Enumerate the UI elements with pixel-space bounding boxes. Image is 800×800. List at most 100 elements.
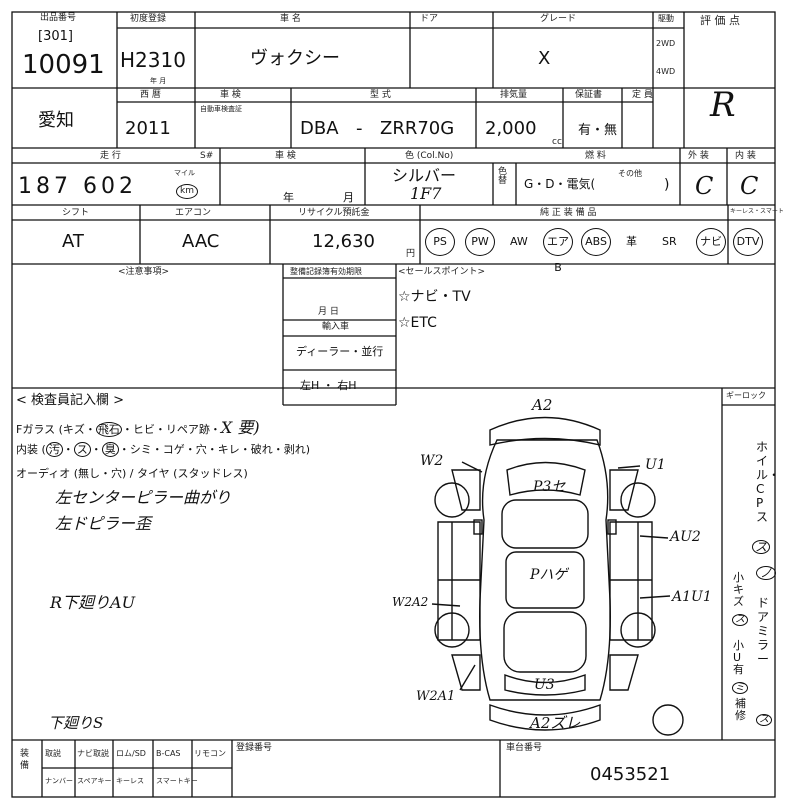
repaint-label: 色替 bbox=[498, 167, 508, 186]
warranty-label: 保証書 bbox=[575, 90, 603, 100]
import-label: 輸入車 bbox=[322, 322, 350, 332]
type-a: DBA bbox=[300, 118, 339, 139]
capacity-label: 定 員 bbox=[632, 90, 653, 100]
score-label: 評 価 点 bbox=[700, 14, 740, 27]
model-label: 車 名 bbox=[280, 14, 301, 24]
month-day: 月 日 bbox=[318, 307, 339, 317]
cc: 2,000 bbox=[485, 118, 537, 139]
sales-point-2: ☆ETC bbox=[398, 315, 437, 331]
mile-unit: マイル bbox=[174, 169, 195, 177]
equip-6: SR bbox=[662, 235, 677, 248]
interior-label-text: 内装 ( bbox=[16, 443, 46, 456]
type-label: 型 式 bbox=[370, 90, 391, 100]
hand-value: 左H ・ 右H bbox=[300, 379, 357, 392]
footer-bottom-1: スペアキー bbox=[77, 777, 112, 785]
footer-top-3: B-CAS bbox=[156, 749, 181, 758]
grade-label: グレード bbox=[540, 14, 577, 24]
key-label: キーレス・スマート bbox=[730, 208, 784, 215]
mark-a2-top: A2 bbox=[532, 396, 553, 414]
exterior-label: 外 装 bbox=[688, 151, 709, 161]
interior-circled-3: 臭 bbox=[101, 442, 119, 457]
year-unit: 年 bbox=[283, 191, 294, 204]
reg-label: 登録番号 bbox=[236, 743, 273, 753]
shaken-exp-label: 車 検 bbox=[275, 151, 296, 161]
shift: AT bbox=[62, 231, 84, 252]
mark-au2: AU2 bbox=[670, 529, 701, 545]
car-diagram bbox=[431, 416, 684, 736]
footer-top-4: リモコン bbox=[194, 749, 226, 758]
shift-label: シフト bbox=[62, 208, 90, 218]
glass-label: Fガラス (キズ・ bbox=[16, 423, 96, 436]
mark-w2: W2 bbox=[420, 453, 444, 469]
side-vertical-2: ドアミラー bbox=[757, 596, 770, 666]
mark-u1: U1 bbox=[645, 457, 666, 473]
import-value: ディーラー・並行 bbox=[296, 345, 384, 358]
mark-a1u1: A1U1 bbox=[672, 589, 712, 605]
mileage: 187 602 bbox=[18, 174, 137, 199]
footer-top-2: ロム/SD bbox=[116, 749, 146, 758]
glass-rest: ・ヒビ・リペア跡・ bbox=[121, 423, 221, 436]
sales-point-1: ☆ナビ・TV bbox=[398, 289, 471, 305]
remarks-label: <注意事項> bbox=[118, 267, 170, 277]
inspect-note-3: R下廻りAU bbox=[50, 593, 136, 612]
first-reg-sub: 年 月 bbox=[150, 77, 167, 85]
color: シルバー bbox=[392, 166, 457, 185]
door-label: ドア bbox=[420, 14, 439, 24]
interior-line: 内装 (汚・ス・臭・シミ・コゲ・穴・キレ・破れ・剥れ) bbox=[16, 442, 311, 457]
color-label: 色 (Col.No) bbox=[405, 151, 454, 161]
wheel-lock-label: ギーロック bbox=[726, 391, 766, 400]
first-reg: H2310 bbox=[120, 48, 186, 72]
certificate: 0453521 bbox=[590, 764, 671, 785]
mark-u3: U3 bbox=[534, 677, 555, 693]
maint-label: 整備記録簿有効期限 bbox=[290, 267, 362, 276]
cc-label: 排気量 bbox=[500, 90, 528, 100]
side-circled-4: ミ bbox=[732, 682, 748, 694]
region: 愛知 bbox=[38, 110, 74, 131]
month-unit: 月 bbox=[343, 191, 354, 204]
interior-rest: ・シミ・コゲ・穴・キレ・破れ・剥れ) bbox=[118, 443, 311, 456]
first-reg-label: 初度登録 bbox=[130, 14, 167, 24]
interior-circled-2: ス bbox=[73, 442, 91, 457]
footer-bottom-0: ナンバー bbox=[45, 777, 73, 785]
mileage-label: 走 行 bbox=[100, 151, 121, 161]
exterior: C bbox=[695, 172, 714, 200]
inspect-title: < 検査員記入欄 > bbox=[16, 393, 125, 408]
equip-8: DTV bbox=[733, 228, 763, 256]
footer-top-0: 取説 bbox=[45, 749, 61, 758]
mark-p3: P3セ bbox=[533, 479, 566, 495]
footer-bottom-2: キーレス bbox=[116, 777, 144, 785]
venue-label: 出品番号 bbox=[40, 13, 77, 23]
side-circled-3: ス bbox=[732, 614, 748, 626]
glass-line: Fガラス (キズ・飛石・ヒビ・リペア跡・X 要) bbox=[16, 420, 260, 437]
certificate-label: 車台番号 bbox=[506, 743, 543, 753]
score: R bbox=[710, 85, 736, 125]
mark-w2a2: W2A2 bbox=[392, 595, 429, 609]
fuel-label: 燃 料 bbox=[585, 151, 606, 161]
interior-label: 内 装 bbox=[735, 151, 756, 161]
audio-line: オーディオ (無し・穴) / タイヤ (スタッドレス) bbox=[16, 467, 248, 480]
smart-label: S# bbox=[200, 151, 214, 161]
side-circled-1: ス bbox=[752, 540, 771, 554]
equip-1: PW bbox=[465, 228, 495, 256]
footer-top-1: ナビ取説 bbox=[77, 749, 109, 758]
footer-bottom-3: スマートキー bbox=[156, 777, 198, 785]
equip-label: 純 正 装 備 品 bbox=[540, 208, 597, 218]
type-b: ZRR70G bbox=[380, 118, 455, 139]
yen: 円 bbox=[406, 249, 416, 259]
mark-p-bubble: Pハゲ bbox=[530, 567, 568, 583]
color-no: 1F7 bbox=[410, 184, 442, 203]
grade: X bbox=[538, 48, 551, 69]
equip-3: エアB bbox=[543, 228, 573, 274]
warranty: 有・無 bbox=[578, 123, 618, 138]
equip-7: ナビ bbox=[696, 228, 726, 256]
side-small-dent: 小U有 bbox=[733, 639, 744, 676]
equip-0: PS bbox=[425, 228, 455, 256]
year: 2011 bbox=[125, 118, 171, 139]
side-circled-5: ス bbox=[756, 714, 772, 726]
km-unit: km bbox=[176, 184, 198, 199]
recycle: 12,630 bbox=[312, 231, 375, 252]
inspect-note-4: 下廻りS bbox=[48, 714, 104, 732]
fuel-other: その他 bbox=[618, 169, 642, 178]
